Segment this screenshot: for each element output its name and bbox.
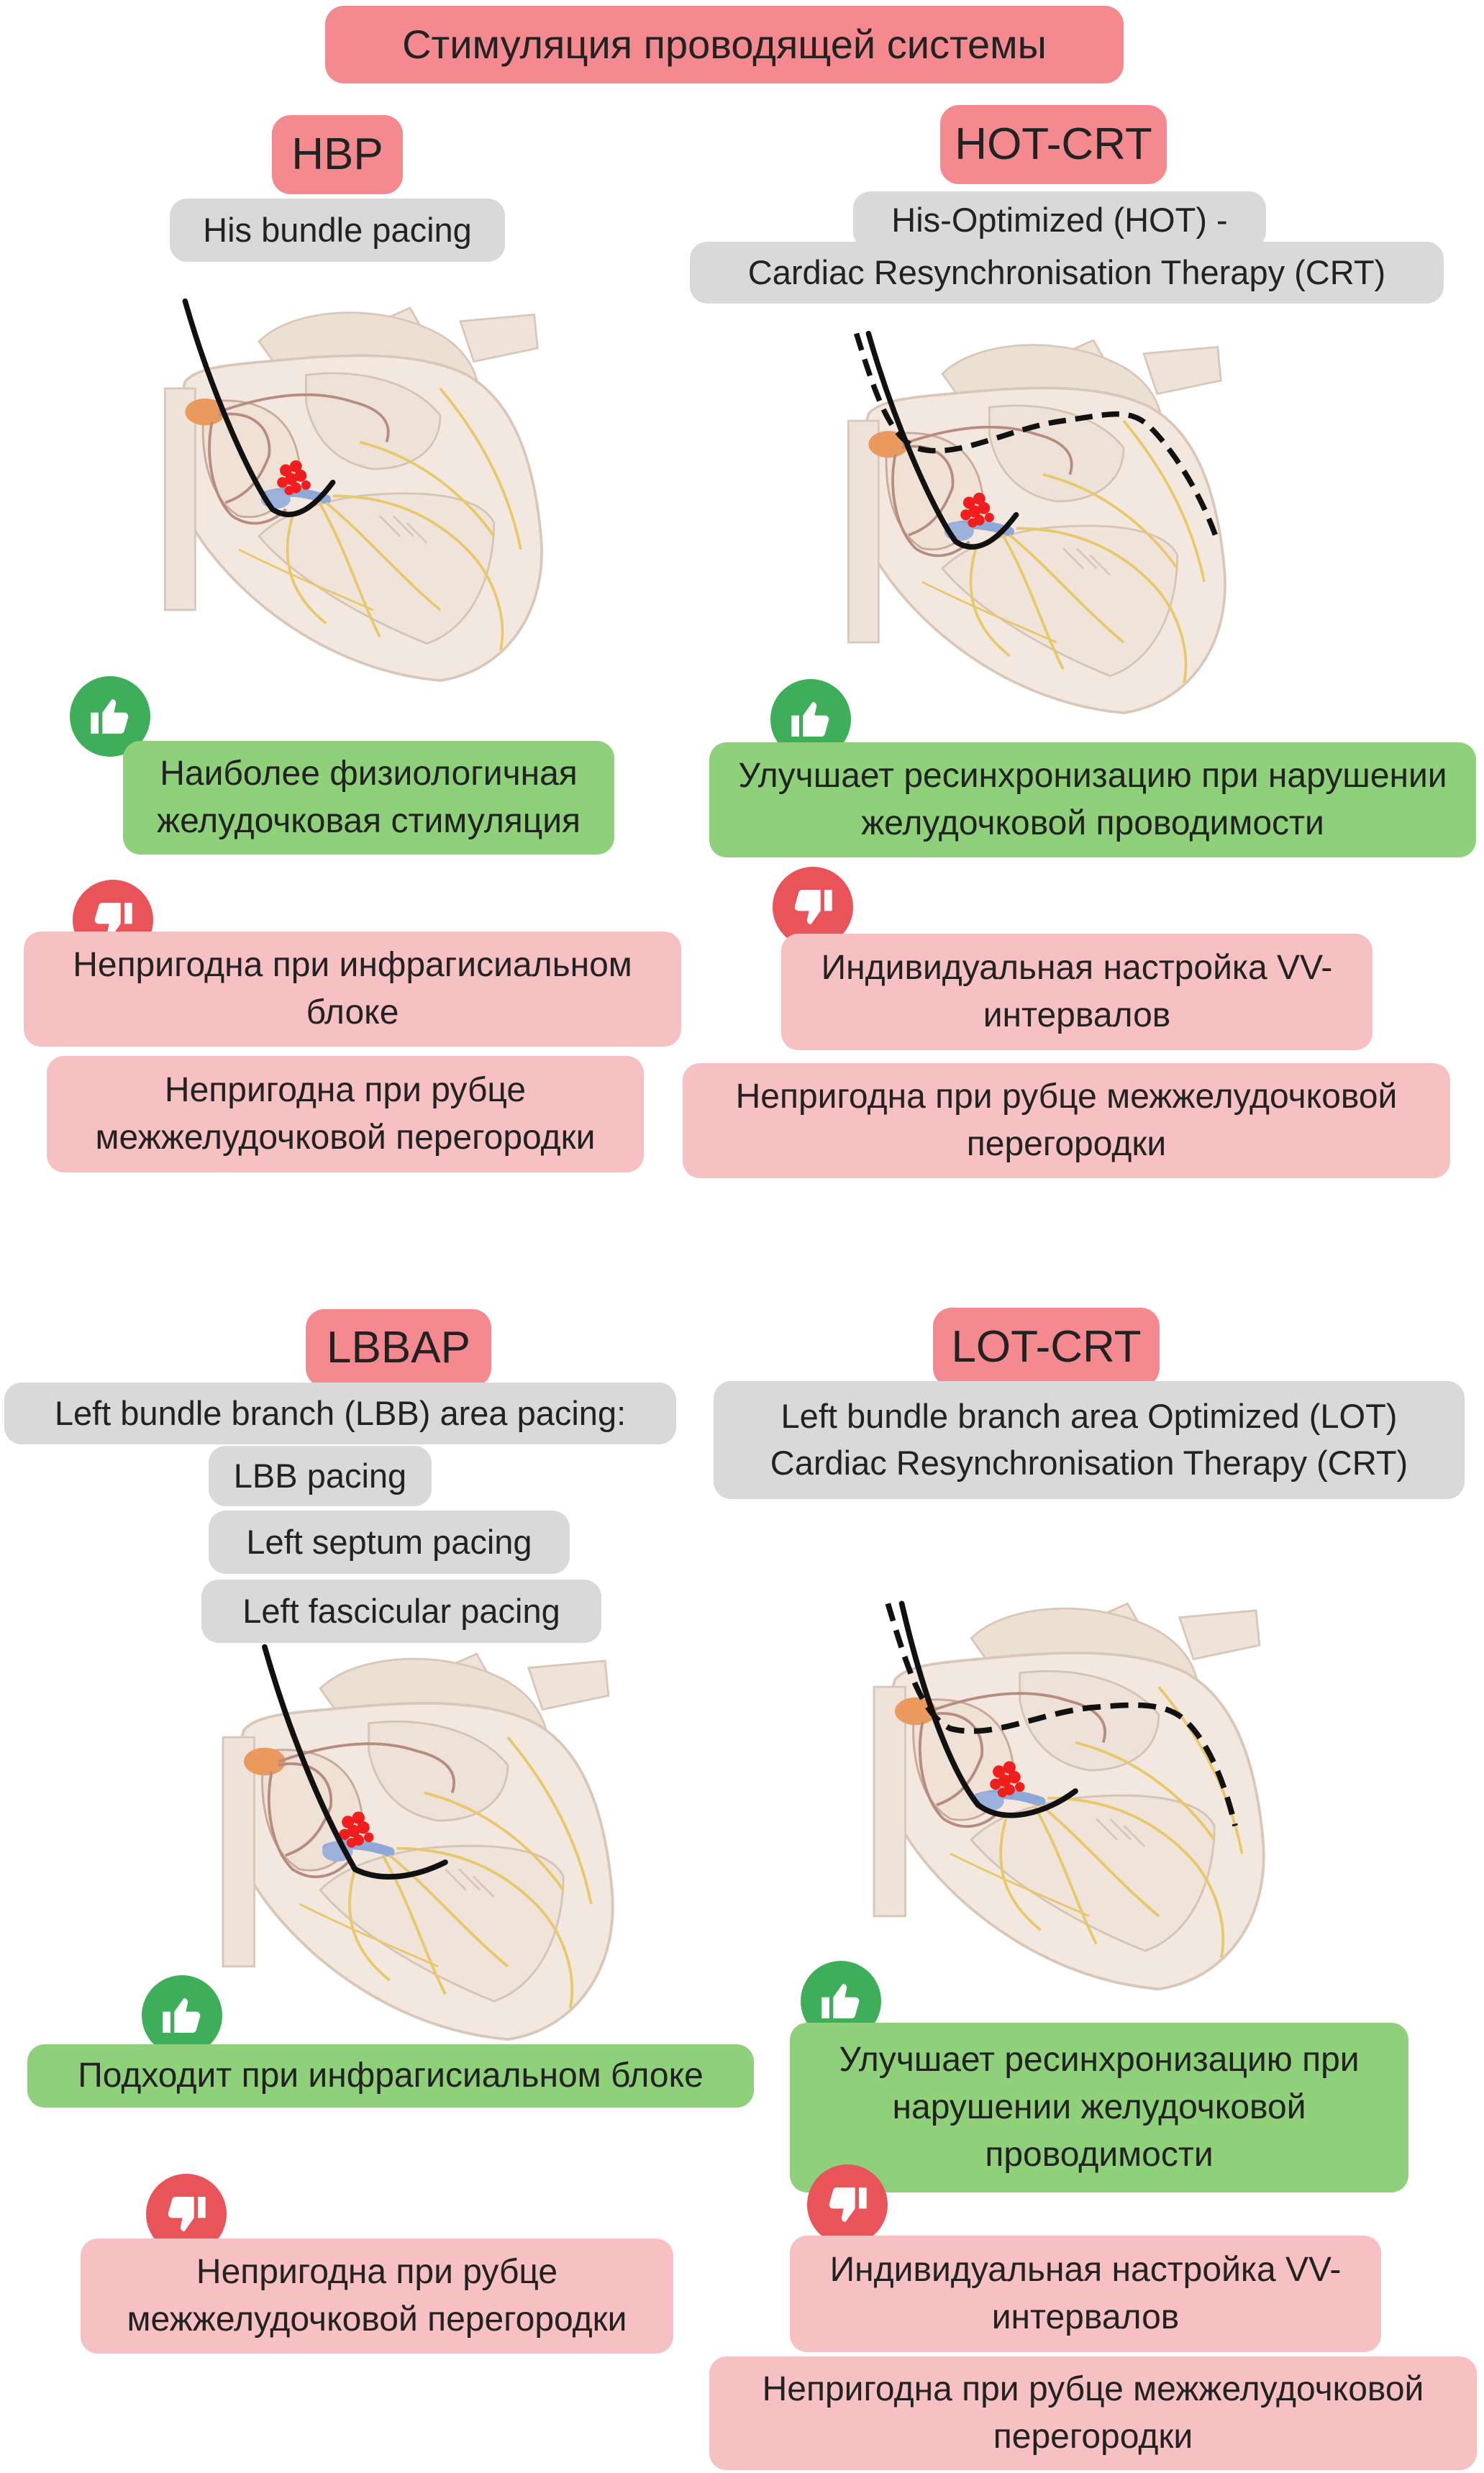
lbbap-heart-diagram [216, 1644, 633, 2043]
lot-crt-con-2: Непригодна при рубце межжелудочковой пер… [709, 2356, 1477, 2470]
lot-crt-thumbs-down-icon [807, 2164, 888, 2245]
hot-crt-header: HOT-CRT [940, 105, 1167, 184]
hbp-con-2: Непригодна при рубце межжелудочковой пер… [47, 1056, 644, 1172]
hot-crt-con-2: Непригодна при рубце межжелудочковой пер… [683, 1063, 1450, 1178]
hot-crt-description-1: His-Optimized (HOT) - [853, 191, 1266, 249]
lot-crt-header: LOT-CRT [933, 1308, 1160, 1387]
lot-crt-heart-diagram [867, 1590, 1284, 1992]
lot-crt-pro-1: Улучшает ресинхронизацию при нарушении ж… [790, 2023, 1408, 2192]
hbp-header: HBP [272, 115, 403, 194]
hbp-description: His bundle pacing [170, 199, 505, 262]
lot-crt-description: Left bundle branch area Optimized (LOT) … [714, 1381, 1465, 1499]
lbbap-con-1: Непригодна при рубце межжелудочковой пер… [81, 2239, 673, 2354]
page-title: Стимуляция проводящей системы [325, 6, 1124, 83]
lbbap-pro-1: Подходит при инфрагисиальном блоке [27, 2044, 754, 2108]
hot-crt-con-1: Индивидуальная настройка VV-интервалов [781, 934, 1373, 1050]
lbbap-description-4: Left fascicular pacing [201, 1580, 601, 1643]
lbbap-description-3: Left septum pacing [209, 1511, 570, 1574]
hot-crt-heart-diagram [842, 330, 1244, 723]
hot-crt-description-2: Cardiac Resynchronisation Therapy (CRT) [690, 242, 1444, 304]
lot-crt-con-1: Индивидуальная настройка VV-интервалов [790, 2236, 1381, 2352]
hbp-con-1: Непригодна при инфрагисиальном блоке [24, 932, 681, 1047]
lbbap-description-2: LBB pacing [209, 1446, 432, 1506]
lbbap-description-1: Left bundle branch (LBB) area pacing: [4, 1383, 676, 1444]
lbbap-header: LBBAP [306, 1309, 491, 1387]
hbp-pro-1: Наиболее физиологичная желудочковая стим… [123, 741, 614, 855]
hbp-heart-diagram [158, 298, 561, 691]
hot-crt-pro-1: Улучшает ресинхронизацию при нарушении ж… [709, 742, 1476, 857]
lot-crt-description-line-1: Left bundle branch area Optimized (LOT) [780, 1397, 1398, 1436]
lbbap-thumbs-up-icon [142, 1975, 222, 2056]
lot-crt-description-line-2: Cardiac Resynchronisation Therapy (CRT) [770, 1444, 1408, 1482]
his-lead-line [182, 298, 336, 518]
